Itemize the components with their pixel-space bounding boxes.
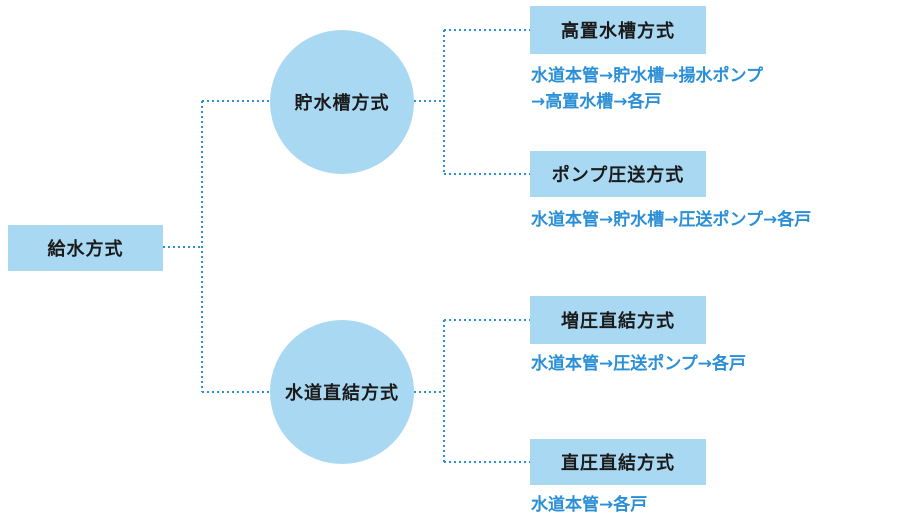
root-node: 給水方式 [8, 225, 163, 271]
flow-text-pump-pressure: 水道本管→貯水槽→圧送ポンプ→各戸 [531, 210, 812, 230]
method-node-pump-pressure: ポンプ圧送方式 [530, 151, 706, 197]
flow-text-booster-direct: 水道本管→圧送ポンプ→各戸 [531, 354, 746, 374]
method-node-elevated-tank: 高置水槽方式 [530, 6, 706, 54]
category-node-storage-tank: 貯水槽方式 [270, 30, 414, 174]
flow-text-elevated-tank-line-2: →高置水槽→各戸 [531, 92, 662, 112]
category-node-direct-connection: 水道直結方式 [270, 320, 414, 464]
flow-text-elevated-tank-line-1: 水道本管→貯水槽→揚水ポンプ [531, 66, 763, 86]
method-node-direct-pressure: 直圧直結方式 [530, 439, 706, 485]
flow-text-direct-pressure: 水道本管→各戸 [531, 495, 648, 515]
method-node-booster-direct: 増圧直結方式 [530, 296, 706, 344]
